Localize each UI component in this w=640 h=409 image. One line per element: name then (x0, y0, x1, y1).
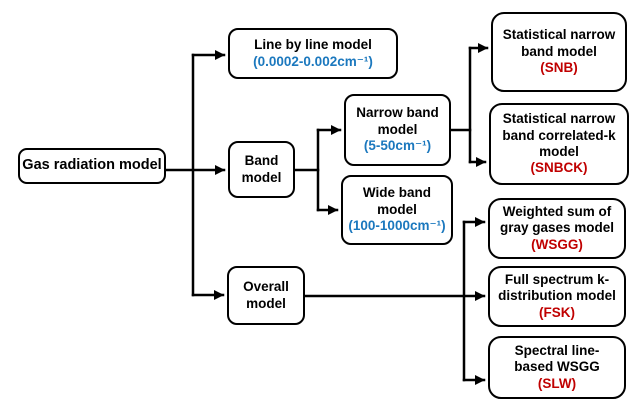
node-label: Wide band model (362, 185, 432, 217)
node-spectral-range: (0.0002-0.002cm⁻¹) (253, 53, 373, 69)
node-full-spectrum-k-distribution-model: Full spectrum k- distribution model (FSK… (488, 266, 626, 327)
node-abbreviation: (SNBCK) (530, 160, 588, 176)
node-label: Spectral line- based WSGG (514, 342, 600, 375)
node-gas-radiation-model: Gas radiation model (18, 148, 166, 184)
node-label: Narrow band model (356, 105, 439, 137)
node-label: Statistical narrow band correlated-k mod… (502, 111, 616, 159)
node-label: Overall model (243, 279, 289, 311)
node-label: Gas radiation model (22, 157, 162, 174)
node-label: Statistical narrow band model (502, 27, 616, 59)
node-weighted-sum-of-gray-gases-model: Weighted sum of gray gases model (WSGG) (488, 198, 626, 259)
node-line-by-line-model: Line by line model (0.0002-0.002cm⁻¹) (228, 28, 398, 79)
node-abbreviation: (SNB) (540, 60, 578, 76)
node-statistical-narrow-band-correlated-k-model: Statistical narrow band correlated-k mod… (489, 103, 629, 185)
node-abbreviation: (FSK) (539, 304, 575, 320)
node-wide-band-model: Wide band model (100-1000cm⁻¹) (341, 175, 453, 245)
node-label: Weighted sum of gray gases model (499, 203, 615, 236)
node-abbreviation: (WSGG) (531, 236, 583, 252)
node-spectral-range: (5-50cm⁻¹) (363, 138, 432, 154)
node-abbreviation: (SLW) (537, 375, 577, 391)
node-label: Band model (241, 153, 282, 185)
node-band-model: Band model (228, 141, 295, 198)
node-overall-model: Overall model (227, 266, 305, 325)
node-spectral-line-based-wsgg: Spectral line- based WSGG (SLW) (488, 336, 626, 399)
node-label: Line by line model (254, 37, 372, 53)
node-spectral-range: (100-1000cm⁻¹) (348, 218, 446, 234)
node-label: Full spectrum k- distribution model (498, 271, 616, 304)
node-narrow-band-model: Narrow band model (5-50cm⁻¹) (344, 94, 451, 166)
node-statistical-narrow-band-model: Statistical narrow band model (SNB) (491, 12, 627, 92)
